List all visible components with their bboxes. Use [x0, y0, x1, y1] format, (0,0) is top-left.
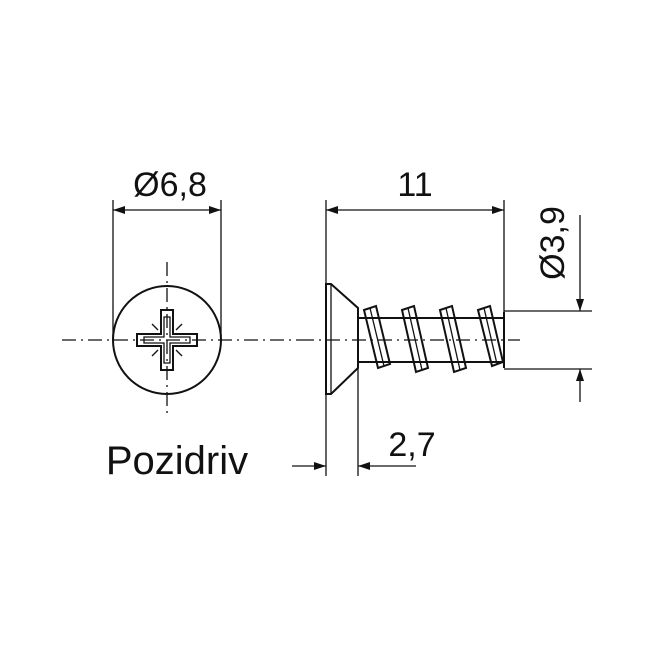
head-view: Ø6,8 Pozidriv — [62, 166, 300, 483]
side-view: 11 Ø3,9 2,7 — [292, 166, 592, 476]
drive-type-caption: Pozidriv — [106, 439, 248, 483]
pozidriv-recess-icon — [136, 309, 198, 371]
thread-flights — [362, 304, 505, 374]
head-diameter-label: Ø6,8 — [133, 166, 207, 204]
thread-diameter-label: Ø3,9 — [534, 206, 572, 280]
length-label: 11 — [397, 166, 432, 204]
head-height-label: 2,7 — [388, 426, 435, 464]
